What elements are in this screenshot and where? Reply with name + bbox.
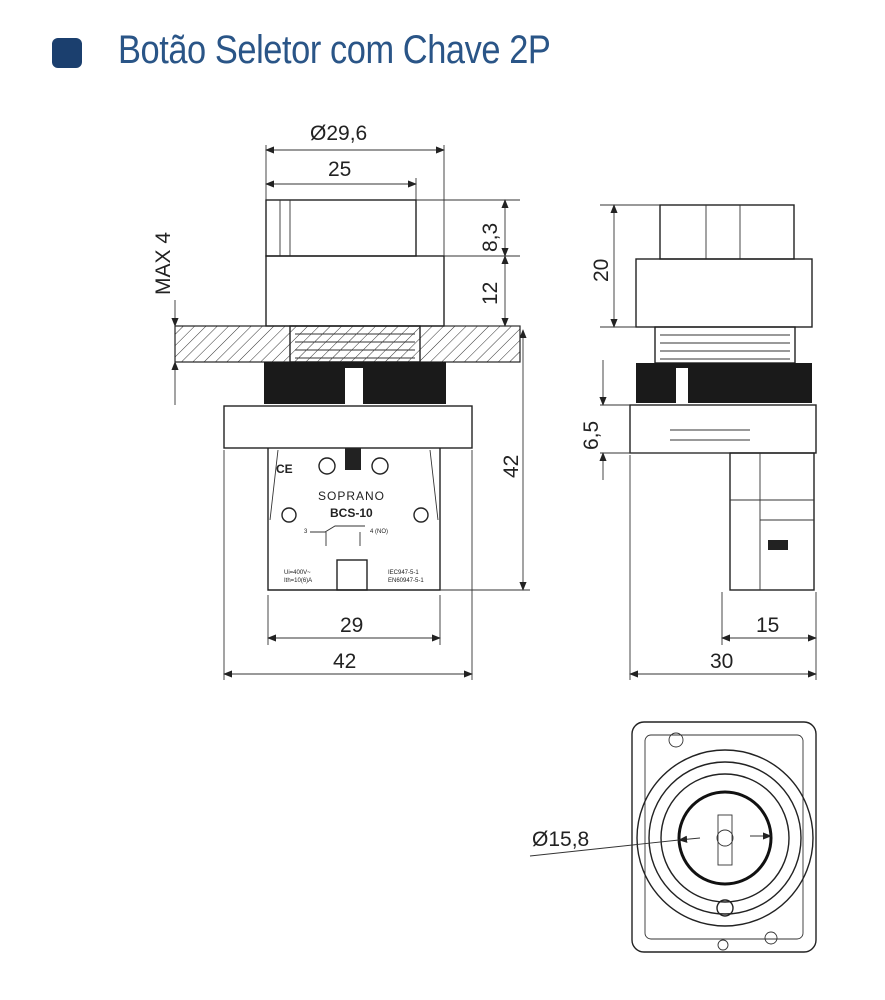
side-view [629,204,817,591]
dim-depth-block: 15 [756,614,779,637]
bezel [265,255,445,327]
ce-mark: CE [276,462,293,476]
dim-height-body: 42 [500,455,523,478]
dim-outer-diameter: Ø29,6 [310,122,367,145]
dim-height-knob: 8,3 [479,223,502,252]
dim-side-height: 20 [590,259,613,282]
dim-max-panel: MAX 4 [152,232,175,295]
front-view: CE SOPRANO BCS-10 3 4 (NO) Ui=400V~ Ith=… [174,199,521,591]
adapter [223,405,473,449]
dim-depth-total: 30 [710,650,733,673]
title-bullet [52,38,82,68]
rating-2: Ith=10(6)A [284,578,312,584]
front-dimensions [171,145,530,680]
standard-2: EN60947-5-1 [388,578,424,584]
panel-section [174,325,521,363]
terminal-a: 3 [304,529,308,535]
page-title: Botão Seletor com Chave 2P [118,28,551,72]
dim-height-bezel: 12 [479,282,502,305]
dim-key-diameter: Ø15,8 [532,828,589,851]
rating-1: Ui=400V~ [284,570,311,576]
standard-1: IEC947-5-1 [388,570,419,576]
model-label: BCS-10 [330,506,373,520]
knob [265,199,417,257]
brand-label: SOPRANO [318,489,385,503]
dim-width-contact: 29 [340,614,363,637]
terminal-b: 4 (NO) [370,529,388,535]
dim-side-offset: 6,5 [580,421,603,450]
side-dimensions [599,204,817,680]
dim-width-base: 42 [333,650,356,673]
dim-width-top: 25 [328,158,351,181]
bottom-view [529,721,817,953]
